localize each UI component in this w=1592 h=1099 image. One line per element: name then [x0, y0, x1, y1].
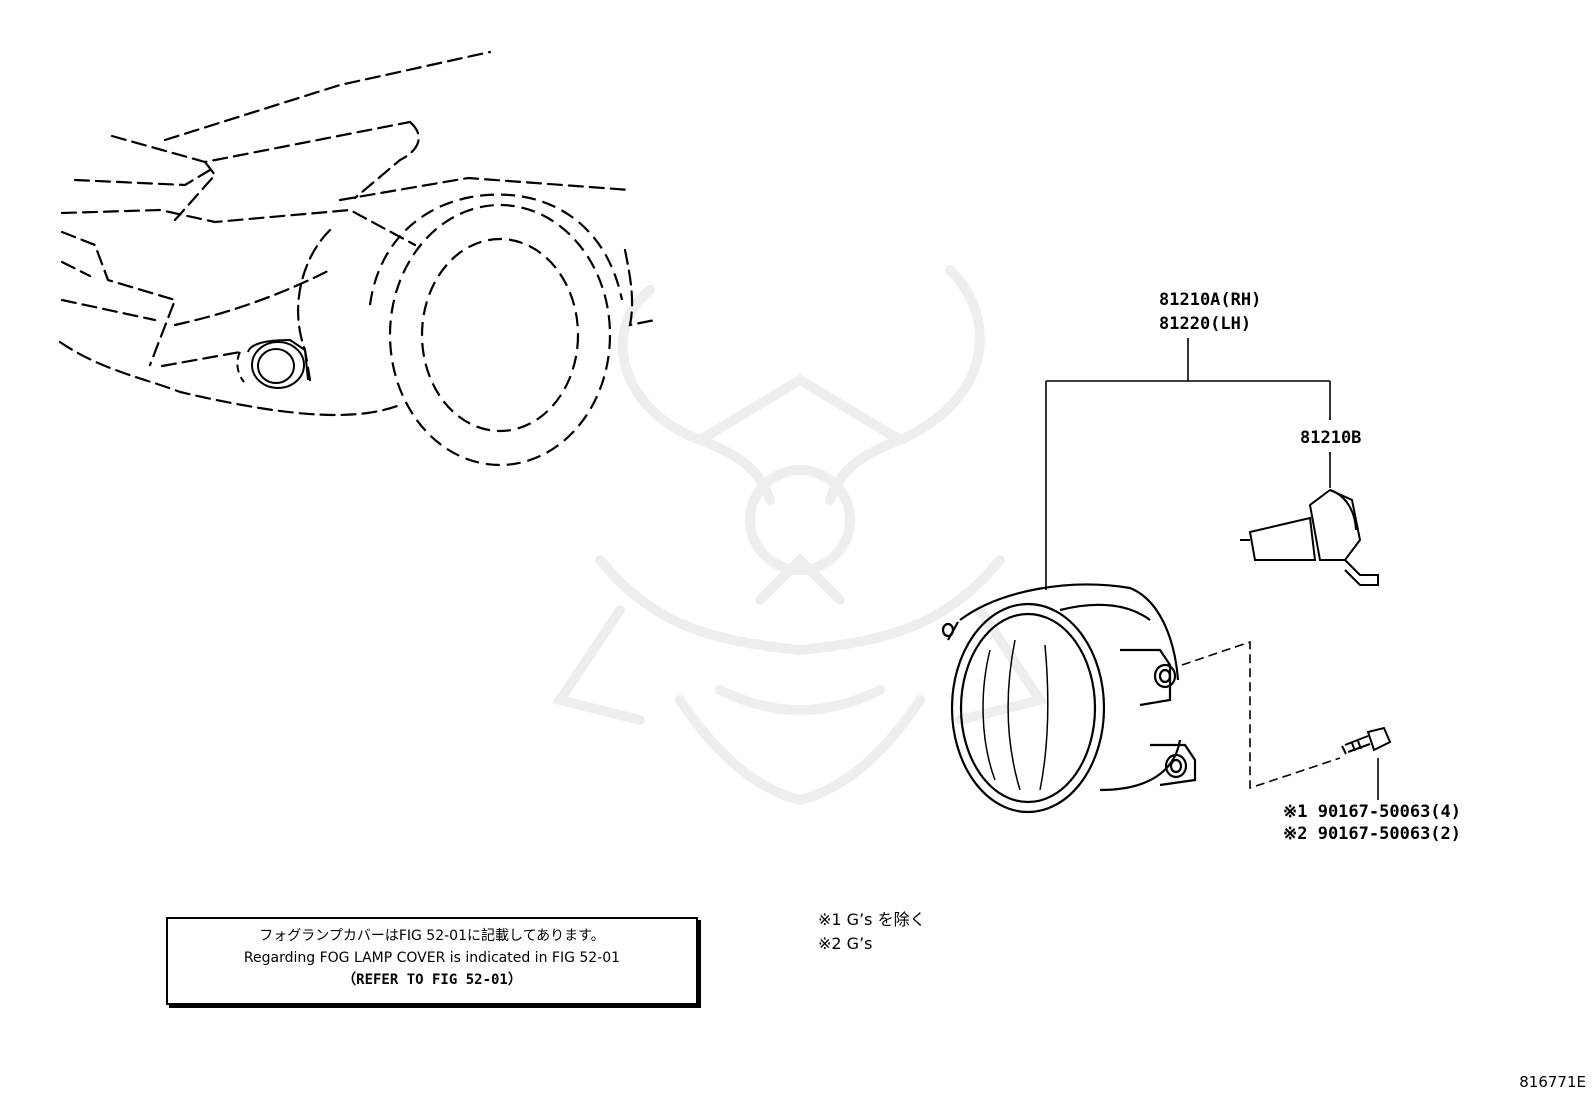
legend-item-1: ※1 G’s を除く	[818, 910, 926, 929]
figure-number: 816771E	[1519, 1073, 1586, 1091]
reference-note-box: フォグランプカバーはFIG 52-01に記載してあります。 Regarding …	[166, 917, 698, 1005]
note-line-ref: （REFER TO FIG 52-01）	[342, 972, 522, 988]
watermark-logo	[551, 265, 1049, 806]
dashed-guide	[1181, 640, 1341, 790]
part-label-screw-1: ※1 90167-50063(4)	[1283, 802, 1462, 822]
vehicle-outline	[58, 50, 657, 417]
note-line-jp: フォグランプカバーはFIG 52-01に記載してあります。	[259, 928, 605, 944]
part-label-lamp-rh: 81210A(RH)	[1159, 290, 1262, 310]
bulb-part	[1240, 488, 1379, 586]
part-label-bulb: 81210B	[1300, 428, 1362, 448]
screw-part	[1341, 726, 1392, 755]
fog-lamp-assembly	[941, 583, 1197, 814]
wheel-outline	[368, 193, 624, 467]
part-label-screw-2: ※2 90167-50063(2)	[1283, 824, 1462, 844]
part-label-lamp-lh: 81220(LH)	[1159, 314, 1252, 334]
note-line-en: Regarding FOG LAMP COVER is indicated in…	[243, 950, 621, 966]
leader-lines	[1045, 338, 1379, 800]
fog-lamp-location	[236, 338, 309, 389]
legend-item-2: ※2 G’s	[818, 934, 873, 953]
